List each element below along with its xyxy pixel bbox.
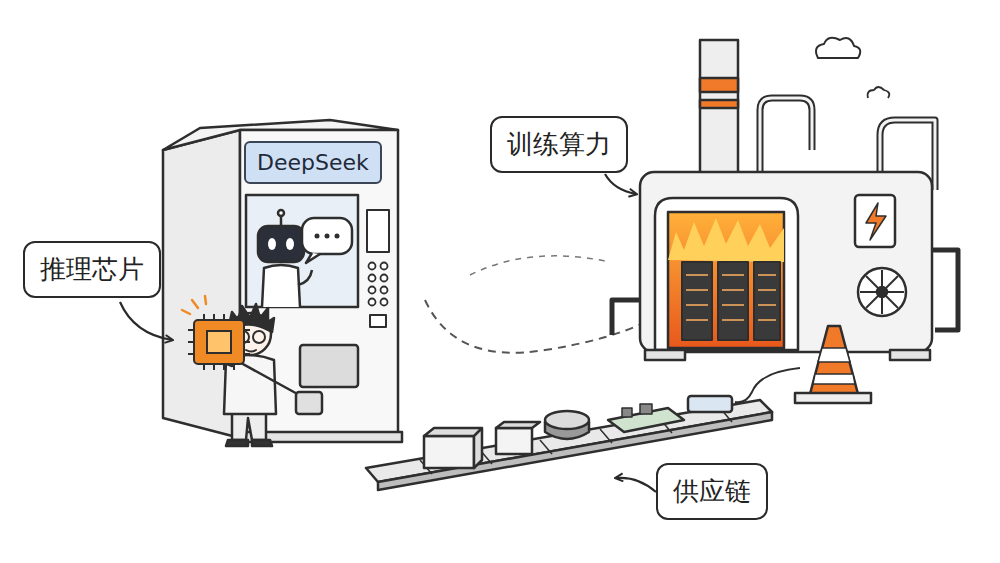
callout-box: 供应链 [656,463,768,520]
factory [612,38,958,360]
vending-machine [163,120,402,442]
sign-panel: DeepSeek [244,141,382,184]
callout-box: 推理芯片 [23,241,161,298]
node-text: 训练算力 [507,127,611,162]
cable [735,368,800,402]
callout-box: 训练算力 [490,116,628,173]
node-text: 供应链 [673,474,751,509]
node-text: DeepSeek [257,150,369,175]
leader-arrow [605,174,636,194]
traffic-cone [795,326,871,403]
dashed-path [470,256,610,275]
dashed-path [425,300,650,353]
leader-arrow [616,478,656,492]
chip-icon [182,296,250,370]
leader-arrow [120,302,172,340]
node-text: 推理芯片 [40,252,144,287]
